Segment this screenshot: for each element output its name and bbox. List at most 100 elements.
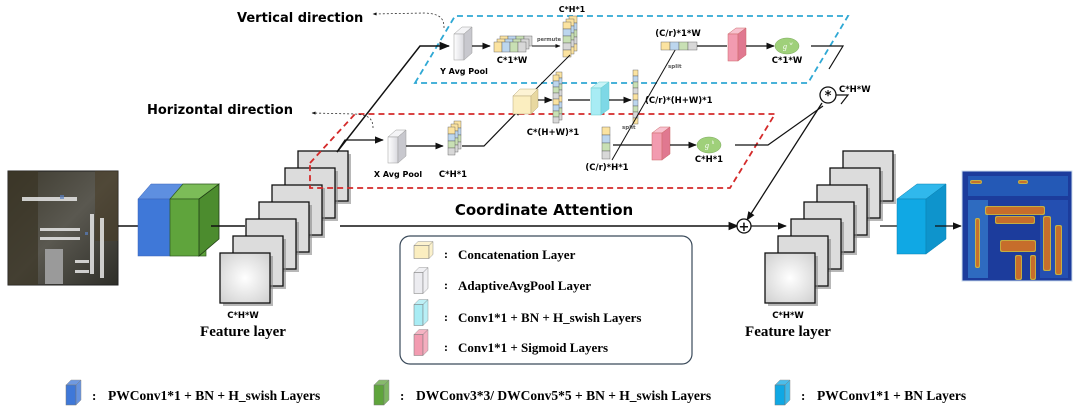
legend-swatch-icon xyxy=(413,240,434,260)
svg-text:w: w xyxy=(789,42,793,47)
dim-c1w-pooled: C*1*W xyxy=(497,56,528,66)
legend-swatch-icon xyxy=(413,298,429,327)
tensor-cell xyxy=(562,21,572,30)
multiply-node: * xyxy=(819,86,837,104)
connector-product-to-add xyxy=(746,102,823,221)
conv-sigmoid-block-w xyxy=(727,27,747,62)
tensor-cell xyxy=(509,41,519,53)
bottom-legend: :PWConv1*1 + BN + H_swish Layers: DWConv3… xyxy=(65,379,966,406)
connector-gw-to-multiply xyxy=(811,45,845,70)
tensor-cell xyxy=(562,35,572,44)
pw-conv-bn-block xyxy=(896,183,947,255)
legend-swatch-icon xyxy=(373,379,390,406)
conv-sigmoid-block-h xyxy=(651,126,671,161)
inner-legend-label: AdaptiveAvgPool Layer xyxy=(458,278,591,293)
tensor-ch1-pooled xyxy=(447,120,462,156)
bottom-legend-label: PWConv1*1 + BN Layers xyxy=(817,388,966,403)
heatmap-hotspot-core xyxy=(1044,217,1050,270)
dim-product: C*H*W xyxy=(839,85,871,95)
tensor-cell xyxy=(660,41,671,51)
feature-dim-right: C*H*W xyxy=(772,311,804,321)
inner-legend-item: :AdaptiveAvgPool Layer xyxy=(413,266,591,295)
coordinate-attention-title: Coordinate Attention xyxy=(455,201,633,219)
concatenation-block xyxy=(512,88,539,115)
connector-multiply-output xyxy=(836,94,850,105)
tensor-cell xyxy=(447,133,456,142)
legend-swatch-icon xyxy=(774,379,791,406)
tensor-cell xyxy=(601,126,611,136)
dim-gw: C*1*W xyxy=(772,56,803,66)
feature-layer-left-label: Feature layer xyxy=(200,324,286,340)
tensor-ch1-permuted xyxy=(562,15,578,58)
tensor-cell xyxy=(552,98,560,106)
feature-right-sheet xyxy=(764,252,818,306)
tensor-cell xyxy=(447,147,456,156)
svg-text:g: g xyxy=(783,42,787,51)
legend-separator: : xyxy=(801,388,805,403)
tensor-cell xyxy=(687,41,698,51)
inner-legend: :Concatenation Layer:AdaptiveAvgPool Lay… xyxy=(413,240,641,357)
permute-label: permute xyxy=(537,37,562,43)
connector-split-up xyxy=(611,44,679,161)
legend-swatch-icon xyxy=(413,266,429,295)
inner-legend-item: :Concatenation Layer xyxy=(413,240,576,262)
dim-concat: C*(H+W)*1 xyxy=(527,128,580,138)
svg-text:+: + xyxy=(739,220,750,235)
svg-text:h: h xyxy=(712,141,715,146)
legend-separator: : xyxy=(444,340,448,354)
tensor-cell xyxy=(632,117,639,125)
dim-reduced-concat: (C/r)*(H+W)*1 xyxy=(645,96,713,106)
input-aerial-image xyxy=(7,170,119,286)
tensor-cell xyxy=(501,41,511,53)
vertical-direction-pointer xyxy=(372,12,445,29)
tensor-cell xyxy=(552,80,560,88)
tensor-cell xyxy=(669,41,680,51)
inner-legend-label: Conv1*1 + BN + H_swish Layers xyxy=(458,310,641,325)
tensor-cell xyxy=(632,81,639,89)
feature-layer-right-label: Feature layer xyxy=(745,324,831,340)
connector-features-to-xpool xyxy=(336,136,384,153)
conv-bn-hswish-block xyxy=(590,81,610,116)
tensor-cell xyxy=(678,41,689,51)
tensor-cell xyxy=(552,86,560,94)
vertical-branch-plane xyxy=(413,15,850,84)
heatmap-hotspot-core xyxy=(1016,256,1021,279)
vertical-direction-label: Vertical direction xyxy=(237,11,363,26)
svg-text:g: g xyxy=(705,141,709,150)
tensor-cell xyxy=(632,93,639,101)
feature-layer-stack-right xyxy=(764,150,896,306)
dim-ch1-permuted: C*H*1 xyxy=(559,5,586,14)
output-attention-heatmap xyxy=(961,170,1073,282)
y-avg-pool-block xyxy=(453,26,473,61)
tensor-cell xyxy=(601,150,611,160)
bottom-legend-item: : PWConv1*1 + BN Layers xyxy=(774,379,966,406)
tensor-concat xyxy=(552,71,563,124)
tensor-cell xyxy=(552,74,560,82)
heatmap-hotspot-core xyxy=(996,217,1034,223)
legend-separator: : xyxy=(92,388,96,403)
heatmap-hotspot-core xyxy=(976,219,979,267)
x-avg-pool-block xyxy=(387,129,407,164)
heatmap-hotspot-core xyxy=(1001,241,1035,251)
feature-layer-stack-left xyxy=(219,150,351,306)
tensor-cell xyxy=(562,42,572,51)
legend-separator: : xyxy=(444,310,448,324)
legend-separator: : xyxy=(400,388,404,403)
inner-legend-label: Conv1*1 + Sigmoid Layers xyxy=(458,340,608,355)
bottom-legend-item: : DWConv3*3/ DWConv5*5 + BN + H_swish Lay… xyxy=(373,379,711,406)
tensor-cell xyxy=(552,110,560,118)
bottom-legend-label: DWConv3*3/ DWConv5*5 + BN + H_swish Laye… xyxy=(416,388,711,403)
tensor-cell xyxy=(517,41,527,53)
heatmap-hotspot-core xyxy=(1019,181,1027,183)
bottom-legend-item: :PWConv1*1 + BN + H_swish Layers xyxy=(65,379,320,406)
dim-ch1-pooled: C*H*1 xyxy=(439,170,467,180)
heatmap-hotspot-core xyxy=(1056,226,1061,274)
heatmap-region xyxy=(968,176,1068,196)
connector-gh-to-multiply xyxy=(735,105,824,146)
tensor-cell xyxy=(447,126,456,135)
dw-conv-hswish-block xyxy=(169,183,220,257)
tensor-cell xyxy=(562,28,572,37)
tensor-split-h xyxy=(601,126,611,160)
tensor-split-w xyxy=(660,41,698,51)
